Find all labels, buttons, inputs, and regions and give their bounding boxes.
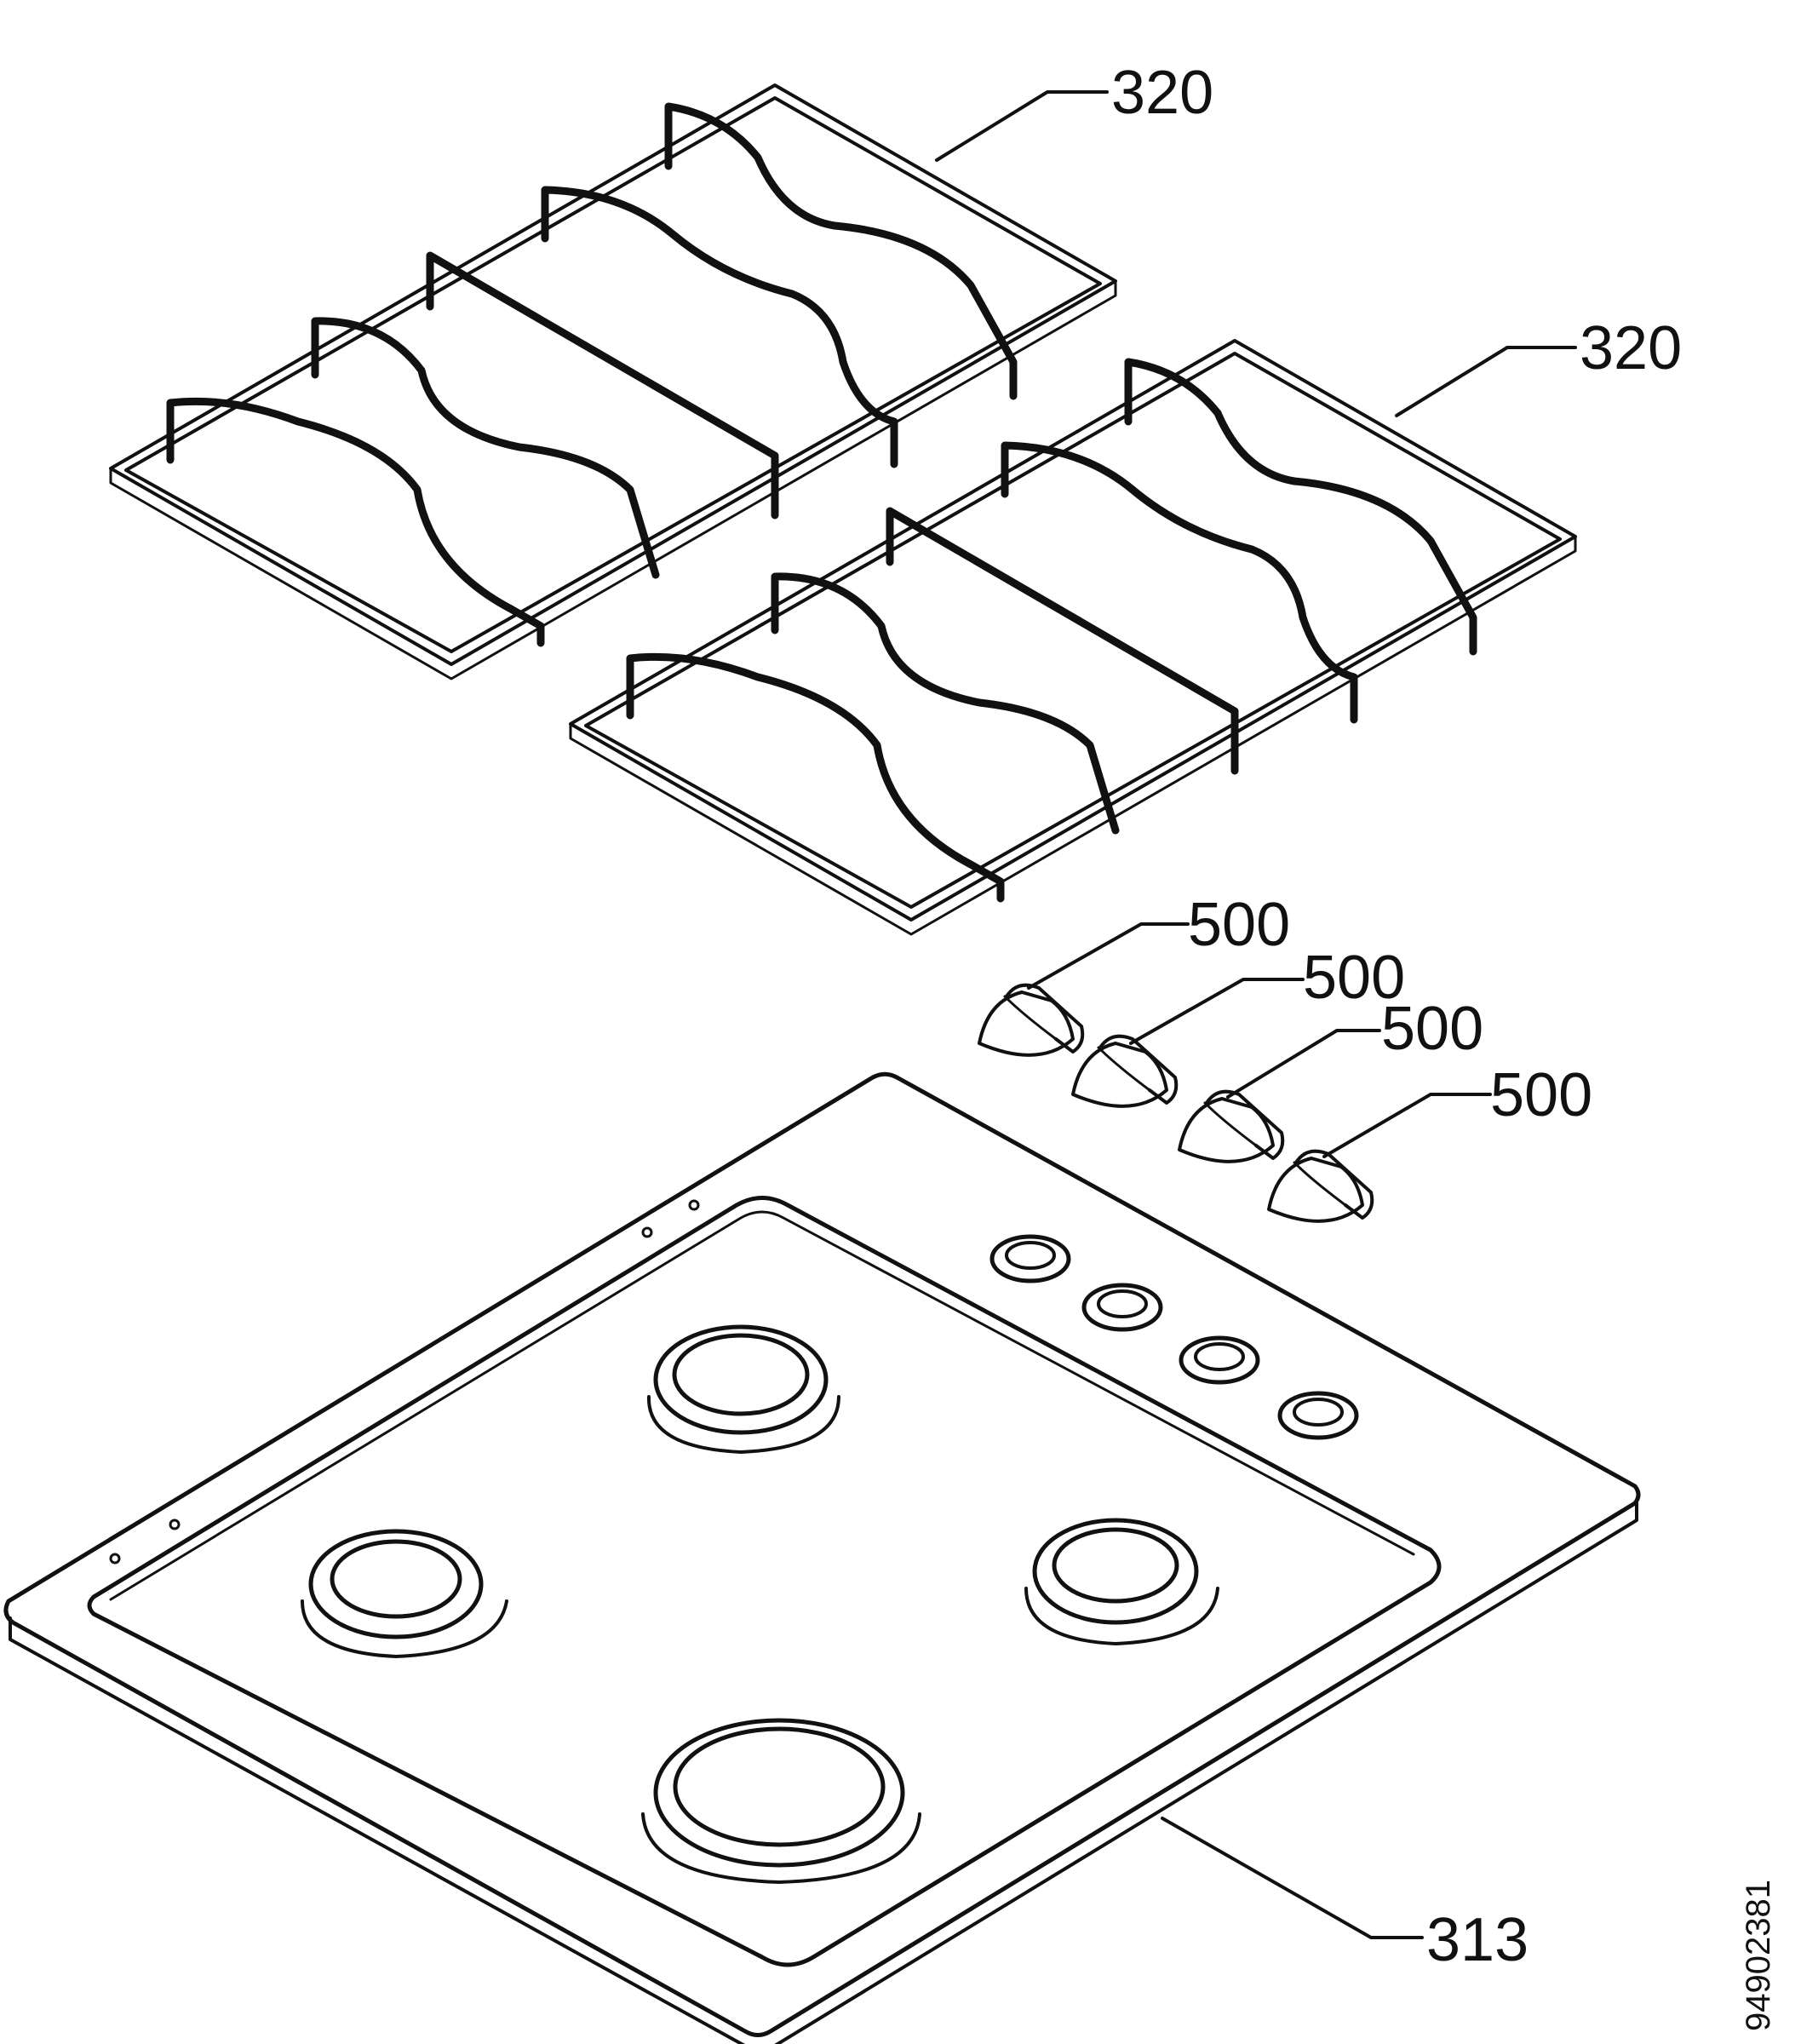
control-knob-3 — [1178, 1089, 1285, 1163]
mounting-holes — [109, 1199, 700, 1565]
knob-socket-4 — [1277, 1391, 1359, 1440]
label-knob-2: 500 — [1303, 944, 1405, 1012]
label-knob-4: 500 — [1490, 1061, 1592, 1129]
knob-socket-2 — [1081, 1283, 1163, 1332]
knob-socket-1 — [989, 1234, 1071, 1283]
pan-support-grate-left — [111, 85, 1116, 679]
pan-support-grate-right — [571, 341, 1575, 934]
label-grate-right: 320 — [1580, 314, 1682, 382]
control-knob-2 — [1071, 1034, 1179, 1108]
label-knob-3: 500 — [1381, 995, 1483, 1063]
leader-lines — [935, 90, 1577, 1939]
burner-rear — [646, 1324, 840, 1454]
label-knob-1: 500 — [1188, 891, 1290, 959]
burner-right — [1024, 1518, 1219, 1645]
knob-socket-3 — [1179, 1335, 1260, 1385]
label-grate-left: 320 — [1111, 59, 1213, 127]
document-number: 94902381 — [1740, 1880, 1777, 2031]
control-knob-1 — [978, 983, 1085, 1057]
label-hob-top: 313 — [1426, 1906, 1529, 1974]
burner-front — [641, 1718, 921, 1884]
control-knob-4 — [1267, 1149, 1374, 1223]
burner-left — [301, 1529, 508, 1658]
hob-top-panel — [3, 1071, 1641, 2044]
